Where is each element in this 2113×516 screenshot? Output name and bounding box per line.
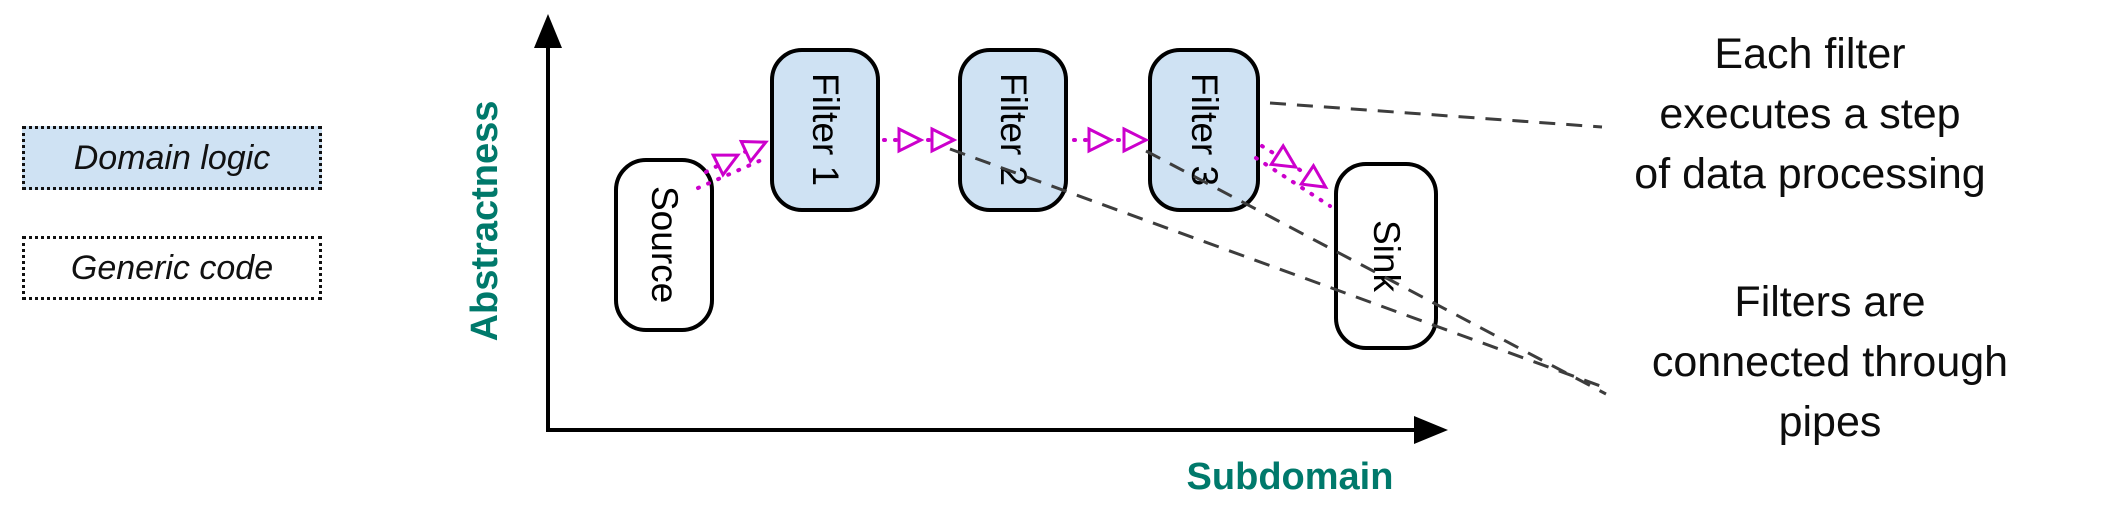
annotation-filter-step-line-2: executes a step xyxy=(1659,90,1961,138)
legend-generic-code-label: Generic code xyxy=(70,248,274,287)
annotation-pipes: Filters are connected through pipes xyxy=(1585,272,2075,452)
pipe-filter-3-to-sink xyxy=(1260,143,1329,189)
annotation-pipes-line-3: pipes xyxy=(1778,398,1882,446)
annotation-pipes-line-1: Filters are xyxy=(1734,278,1926,326)
y-axis-arrowhead-icon xyxy=(534,14,562,48)
node-filter-1-label: Filter 1 xyxy=(805,73,846,187)
pipe-filter-3-to-sink-strand xyxy=(1254,156,1332,208)
node-filter-3-label: Filter 3 xyxy=(1184,73,1225,187)
node-filter-2-label: Filter 2 xyxy=(993,73,1034,187)
annotation-filter-step-line-1: Each filter xyxy=(1714,30,1906,78)
annotation-pipes-line-2: connected through xyxy=(1651,338,2009,386)
pipe-source-to-filter-1 xyxy=(704,139,769,178)
leader-line-filter-step xyxy=(1269,101,1603,129)
x-axis-label: Subdomain xyxy=(1186,456,1394,498)
x-axis-arrowhead-icon xyxy=(1414,416,1448,444)
legend-domain-logic-label: Domain logic xyxy=(73,138,271,177)
legend-generic-code: Generic code xyxy=(22,236,322,300)
node-source: Source xyxy=(614,158,714,332)
annotation-filter-step: Each filter executes a step of data proc… xyxy=(1560,24,2060,204)
node-filter-1: Filter 1 xyxy=(770,48,880,212)
node-source-label: Source xyxy=(644,186,685,304)
annotation-filter-step-line-3: of data processing xyxy=(1634,150,1986,198)
node-sink: Sink xyxy=(1334,162,1438,350)
node-sink-label: Sink xyxy=(1366,220,1407,292)
y-axis-label: Abstractness xyxy=(464,100,506,342)
node-filter-2: Filter 2 xyxy=(958,48,1068,212)
node-filter-3: Filter 3 xyxy=(1148,48,1260,212)
legend-domain-logic: Domain logic xyxy=(22,126,322,190)
